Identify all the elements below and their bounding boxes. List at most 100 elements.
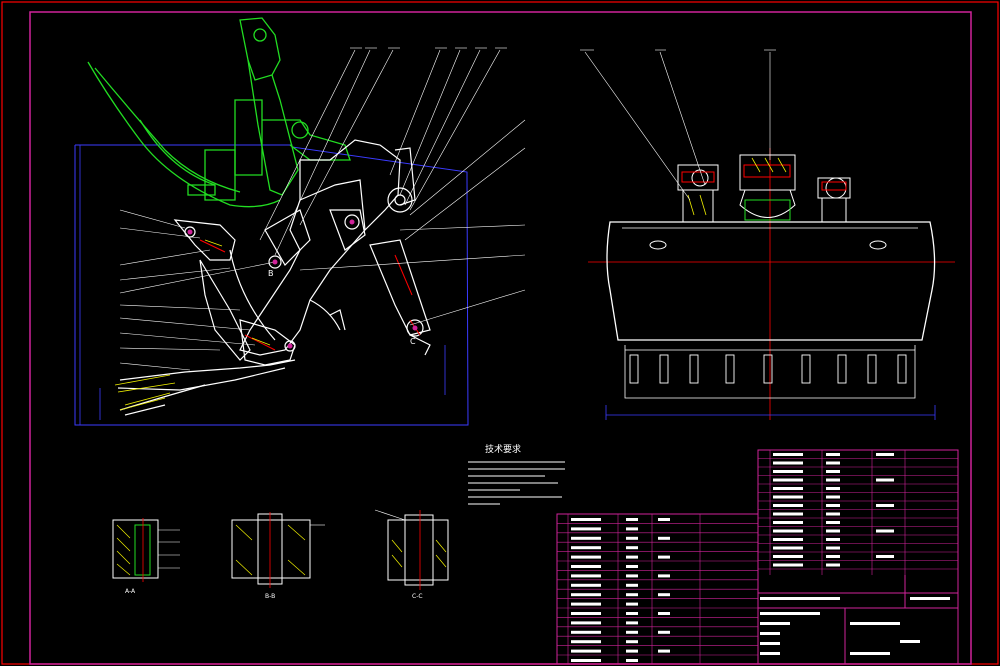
section-c-c-frame — [387, 519, 449, 581]
pivot-markers — [187, 219, 418, 349]
parts-list-cell-name — [626, 527, 638, 531]
front-view-leader-lines — [580, 49, 776, 201]
parts-list-cell-code — [571, 630, 601, 634]
parts-list-cell-qty — [876, 504, 894, 507]
parts-list-cell-code — [571, 659, 601, 662]
parts-list-cell-qty — [876, 555, 894, 558]
parts-list-cell-name — [826, 563, 840, 567]
parts-list-cell-code — [773, 529, 803, 533]
parts-list-cell-code — [773, 470, 803, 473]
title-block-text — [910, 597, 950, 600]
parts-list-cell-name — [826, 546, 840, 550]
parts-list-cell-name — [626, 546, 638, 550]
title-block-text — [900, 640, 920, 643]
parts-list-cell-code — [571, 565, 601, 568]
front-view — [580, 49, 955, 420]
parts-list-cell-code — [571, 593, 601, 597]
parts-list-cell-code — [571, 527, 601, 531]
parts-list-cell-qty — [658, 574, 670, 578]
parts-list-cell-qty — [876, 478, 894, 482]
inner-drawing-frame — [29, 11, 972, 665]
parts-list-cell-code — [773, 546, 803, 550]
parts-list-cell-qty — [658, 518, 670, 521]
parts-list-cell-name — [826, 461, 840, 465]
parts-list-cell-code — [773, 453, 803, 456]
section-b-b-hatching — [235, 524, 306, 576]
parts-list-table — [556, 449, 959, 665]
section-c-c: C-C — [374, 509, 449, 600]
parts-list-cell-code — [773, 512, 803, 516]
title-block-text — [760, 612, 820, 615]
front-bracket-red-details — [681, 164, 847, 191]
parts-list-cell-name — [626, 649, 638, 653]
section-c-c-leader — [374, 509, 406, 521]
parts-list-cell-name — [626, 593, 638, 597]
section-b-b: B-B — [231, 512, 325, 600]
red-hydraulic-details — [199, 239, 421, 351]
front-bucket-cutting-edge — [624, 345, 916, 399]
parts-list-cell-code — [571, 536, 601, 540]
parts-list-cell-qty — [658, 555, 670, 559]
title-block-text — [760, 622, 790, 625]
parts-list-cell-name — [826, 521, 840, 524]
parts-list-cell-name — [826, 487, 840, 490]
section-c-c-core — [404, 514, 434, 586]
yellow-hatching — [114, 239, 271, 411]
section-c-c-label: C-C — [412, 593, 423, 600]
front-bucket-teeth — [629, 354, 907, 384]
parts-list-cell-qty — [658, 649, 670, 653]
right-side-hole — [869, 240, 887, 250]
title-block-text — [760, 642, 780, 645]
parts-list-cell-name — [826, 453, 840, 456]
parts-list-cell-code — [773, 563, 803, 567]
parts-list-cell-qty — [876, 529, 894, 533]
parts-list-cell-name — [626, 640, 638, 644]
parts-list-cell-code — [571, 555, 601, 559]
parts-list-cell-name — [826, 555, 840, 558]
parts-list-cell-name — [826, 512, 840, 516]
section-a-a-hatching — [116, 524, 131, 576]
technical-notes-title: 技术要求 — [485, 443, 521, 455]
pivot-label-b: B — [268, 269, 274, 278]
title-block-text — [850, 622, 900, 625]
left-side-hole — [649, 240, 667, 250]
parts-list-cell-name — [826, 504, 840, 507]
parts-list-cell-code — [571, 612, 601, 615]
title-block-text — [850, 652, 890, 655]
section-a-a-leaders — [158, 529, 180, 569]
section-b-b-label: B-B — [265, 593, 275, 600]
parts-list-cell-qty — [658, 593, 670, 597]
parts-list-cell-name — [626, 659, 638, 662]
parts-list-cell-name — [626, 630, 638, 634]
parts-list-cell-qty — [876, 453, 894, 456]
parts-list-cell-name — [626, 555, 638, 559]
parts-list-cell-qty — [658, 612, 670, 615]
section-a-a: A-A — [112, 518, 180, 595]
pivot-label-c: C — [410, 337, 416, 346]
technical-notes-block: 技术要求 — [468, 443, 565, 505]
title-block-text — [760, 632, 780, 635]
parts-list-cell-name — [826, 495, 840, 499]
parts-list-cell-code — [571, 649, 601, 653]
parts-list-cell-name — [826, 529, 840, 533]
parts-list-cell-name — [626, 602, 638, 606]
parts-list-cell-name — [626, 536, 638, 540]
parts-list-cell-code — [773, 487, 803, 490]
parts-list-cell-code — [571, 546, 601, 550]
section-a-a-core — [134, 524, 151, 576]
parts-list-cell-name — [626, 565, 638, 568]
side-view: B C — [74, 17, 526, 426]
parts-list-cell-code — [773, 504, 803, 507]
parts-list-cell-code — [773, 495, 803, 499]
main-bucket-body — [117, 139, 431, 416]
parts-list-cell-code — [571, 621, 601, 625]
parts-list-cell-code — [571, 640, 601, 644]
front-bucket-body — [606, 221, 936, 341]
parts-list-cell-code — [571, 518, 601, 521]
parts-list-cell-qty — [658, 536, 670, 540]
parts-list-cell-name — [826, 538, 840, 541]
section-a-a-label: A-A — [125, 588, 136, 595]
side-view-outline — [74, 144, 469, 426]
